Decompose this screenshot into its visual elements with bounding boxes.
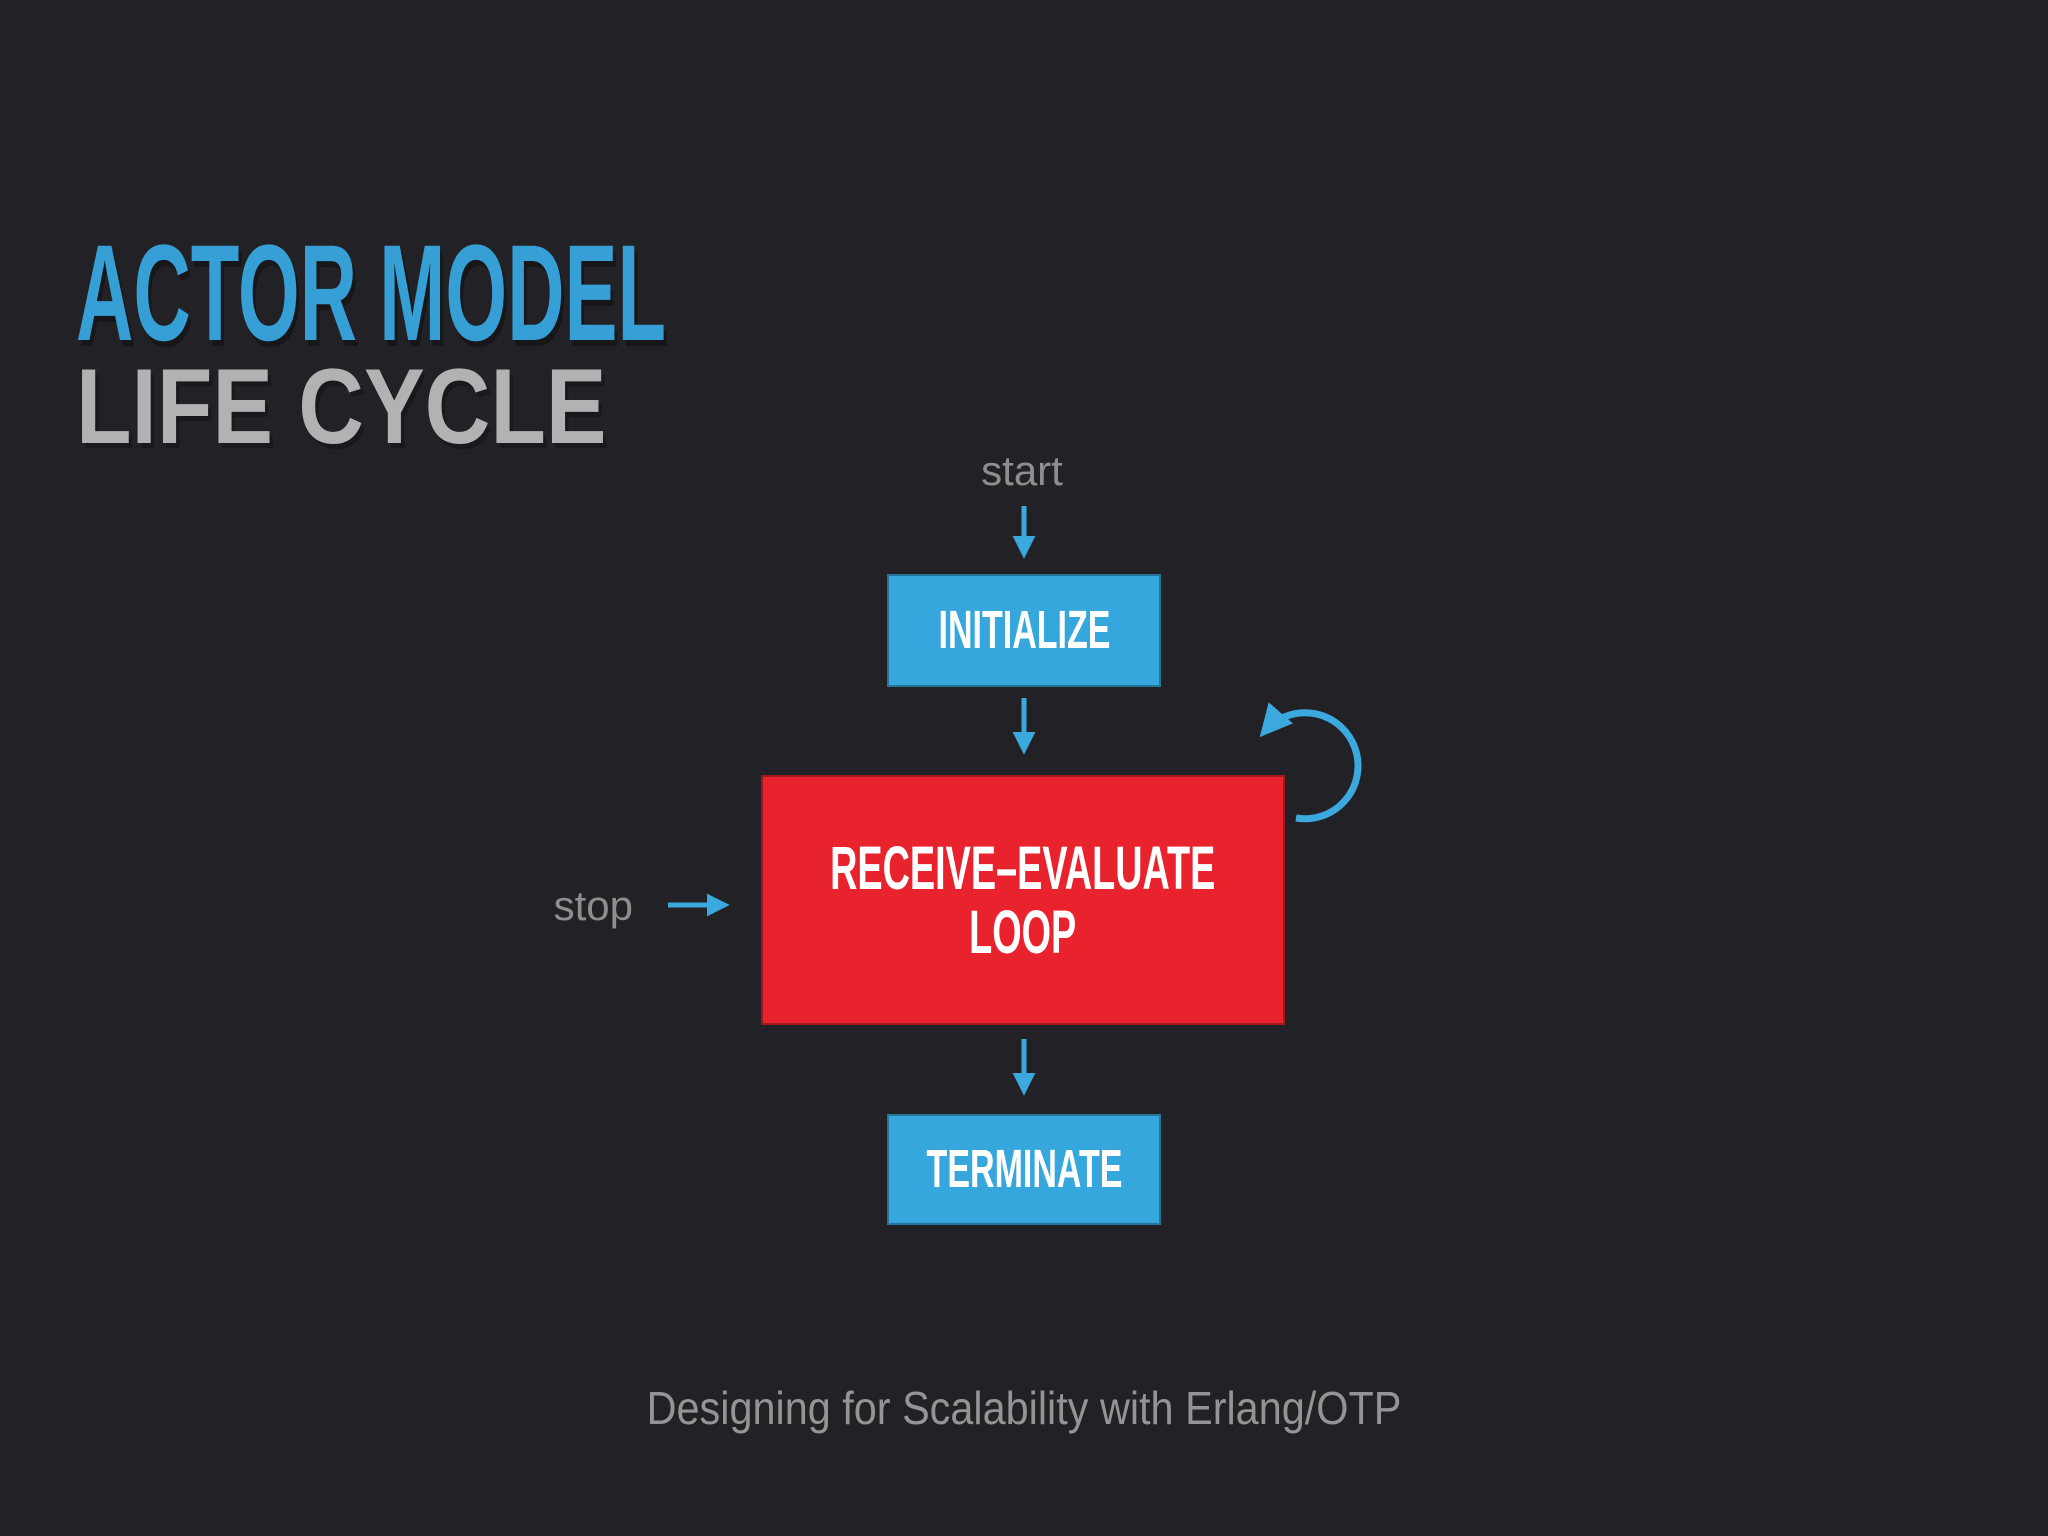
node-terminate-label: TERMINATE [926, 1139, 1122, 1200]
stop-label: stop [553, 882, 633, 929]
footer-caption: Designing for Scalability with Erlang/OT… [646, 1382, 1402, 1434]
page-title: ACTOR MODEL [76, 217, 667, 370]
start-label: start [981, 447, 1063, 494]
node-receive-evaluate-loop-label-line1: RECEIVE–EVALUATE [830, 833, 1216, 902]
node-terminate: TERMINATE [887, 1114, 1161, 1225]
node-receive-evaluate-loop-label-line2: LOOP [969, 898, 1077, 966]
node-initialize: INITIALIZE [887, 574, 1161, 687]
node-receive-evaluate-loop: RECEIVE–EVALUATE LOOP [761, 775, 1285, 1025]
node-receive-evaluate-loop-label: RECEIVE–EVALUATE LOOP [830, 836, 1215, 964]
node-initialize-label: INITIALIZE [938, 600, 1110, 661]
page-subtitle: LIFE CYCLE [76, 346, 607, 466]
